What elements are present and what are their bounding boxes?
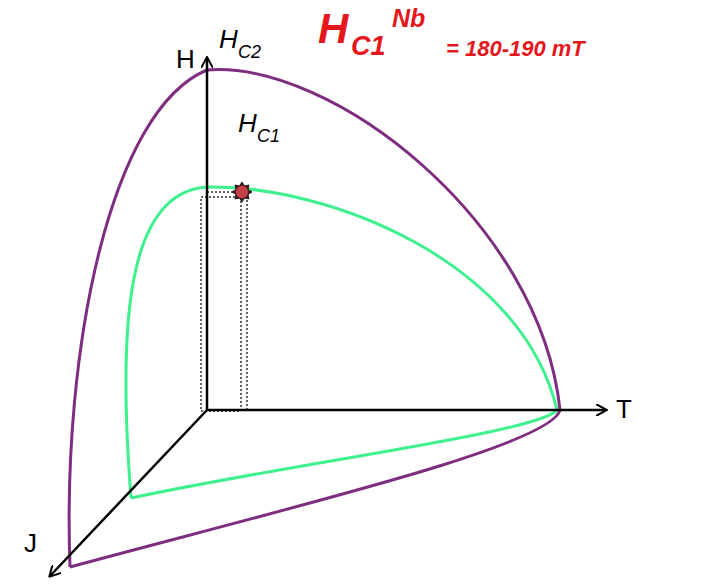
t-axis [206,409,606,412]
curve-label: H [238,110,257,136]
title-value: = 180-190 mT [446,38,585,60]
curve-label: H [219,26,238,52]
axis-label: J [24,530,37,556]
curve-subscript: C1 [257,127,280,145]
title-superscript: Nb [392,6,425,31]
hc2-surface [69,70,560,567]
j-axis [50,410,207,576]
axis-label: T [616,396,632,422]
axis-label: H [176,46,195,72]
h-axis [206,58,209,411]
operating-point [232,182,252,202]
title-subscript: C1 [351,33,386,60]
hc1-surface [126,187,557,498]
curve-subscript: C2 [238,43,261,61]
title-symbol: H [318,8,348,50]
dotted-box [207,192,247,410]
